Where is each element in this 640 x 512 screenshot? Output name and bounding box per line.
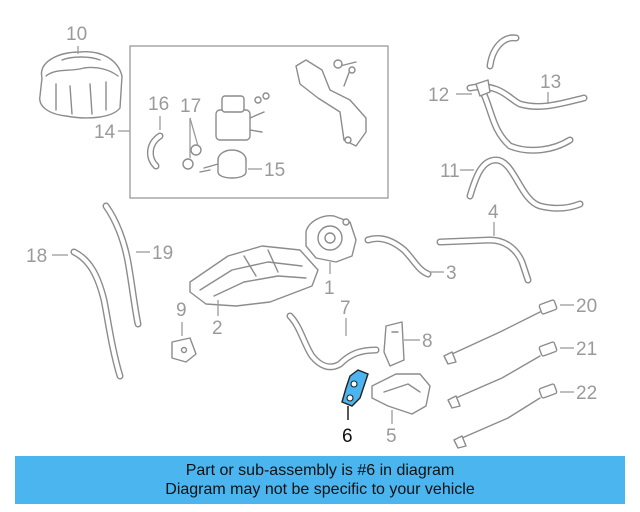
part-15-solenoid[interactable]: [203, 149, 247, 179]
callout-14: 14: [94, 122, 116, 143]
callout-17: 17: [180, 96, 201, 117]
callout-3: 3: [446, 263, 457, 284]
part-9-bracket[interactable]: [171, 337, 197, 363]
part-6-gasket-highlighted[interactable]: [341, 369, 369, 407]
part-13-hose[interactable]: [466, 34, 588, 110]
callout-19: 19: [152, 243, 173, 264]
callout-5: 5: [386, 426, 397, 447]
part-1-pump[interactable]: [305, 215, 357, 263]
callout-13: 13: [540, 72, 561, 93]
callout-16: 16: [148, 94, 169, 115]
group-box-14: [129, 45, 389, 199]
part-17-clamps[interactable]: [182, 144, 211, 173]
part-3-hose[interactable]: [364, 234, 432, 278]
callout-6: 6: [342, 426, 353, 447]
part-4-hose[interactable]: [436, 236, 532, 284]
part-22-sensor[interactable]: [453, 383, 558, 449]
callout-10: 10: [66, 24, 87, 45]
callout-18: 18: [26, 246, 47, 267]
info-banner: Part or sub-assembly is #6 in diagram Di…: [15, 456, 625, 504]
part-20-sensor[interactable]: [443, 299, 558, 365]
callout-9: 9: [176, 300, 187, 321]
purge-valve[interactable]: [215, 92, 270, 141]
callout-4: 4: [488, 202, 499, 223]
callout-8: 8: [422, 331, 433, 352]
callout-20: 20: [576, 296, 597, 317]
callout-22: 22: [576, 383, 597, 404]
part-19-hose[interactable]: [102, 202, 142, 328]
part-2-tray[interactable]: [189, 245, 319, 307]
part-16-hose[interactable]: [147, 132, 164, 170]
part-10-canister[interactable]: [39, 51, 123, 119]
callout-1: 1: [324, 278, 335, 299]
callout-21: 21: [576, 339, 597, 360]
callout-2: 2: [212, 318, 223, 339]
banner-line-1: Part or sub-assembly is #6 in diagram: [185, 462, 455, 479]
part-18-hose[interactable]: [70, 248, 124, 380]
banner-line-2: Diagram may not be specific to your vehi…: [165, 481, 475, 498]
part-7-pipe[interactable]: [286, 312, 380, 371]
part-12-hose[interactable]: [475, 79, 574, 154]
mounting-bracket[interactable]: [295, 59, 367, 147]
parts-diagram: 10 14 16 17 15: [26, 24, 597, 449]
callout-12: 12: [428, 85, 449, 106]
part-11-line[interactable]: [466, 156, 584, 212]
part-21-sensor[interactable]: [447, 341, 558, 409]
callout-7: 7: [340, 298, 351, 319]
part-8-bracket[interactable]: [383, 321, 405, 367]
callout-11: 11: [440, 161, 460, 182]
callout-15: 15: [264, 160, 285, 181]
part-5-valve[interactable]: [371, 373, 431, 415]
